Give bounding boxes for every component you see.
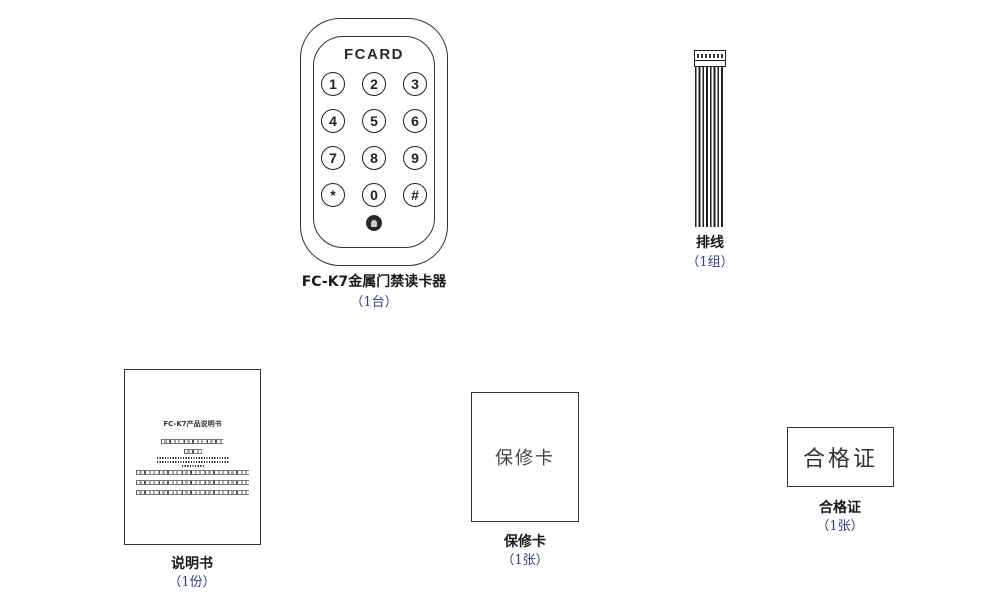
- manual-text-line: [161, 439, 223, 444]
- card-reader-body: [300, 18, 448, 266]
- key-star: *: [321, 183, 345, 207]
- manual-text-line: [184, 449, 202, 454]
- manual-quantity: （1份）: [168, 575, 216, 590]
- key-hash: #: [403, 183, 427, 207]
- cable-quantity: （1组）: [686, 255, 734, 270]
- reader-label: FC-K7金属门禁读卡器: [301, 274, 447, 290]
- card-reader-panel: [313, 36, 435, 248]
- cable-label: 排线: [696, 235, 724, 251]
- manual-label: 说明书: [171, 556, 213, 572]
- certificate-card: 合格证: [787, 427, 894, 487]
- key-6: 6: [403, 109, 427, 133]
- manual-cover-title: FC-K7产品说明书: [163, 420, 222, 428]
- key-0: 0: [362, 183, 386, 207]
- key-7: 7: [321, 146, 345, 170]
- key-3: 3: [403, 72, 427, 96]
- certificate-quantity: （1张）: [816, 519, 864, 534]
- doorbell-icon: [366, 215, 382, 231]
- manual-text-line: [136, 490, 249, 495]
- ribbon-cable-wires: [695, 67, 725, 227]
- reader-quantity: （1台）: [350, 295, 398, 310]
- key-4: 4: [321, 109, 345, 133]
- reader-brand-logo: FCARD: [344, 46, 404, 63]
- key-8: 8: [362, 146, 386, 170]
- cable-connector: [694, 50, 726, 67]
- key-2: 2: [362, 72, 386, 96]
- manual-dotted-line: [157, 461, 230, 463]
- key-5: 5: [362, 109, 386, 133]
- manual-text-line: [136, 470, 249, 475]
- certificate-label: 合格证: [819, 500, 861, 516]
- manual-dotted-line: [182, 465, 204, 467]
- manual-text-line: [136, 480, 249, 485]
- warranty-label: 保修卡: [504, 534, 546, 550]
- warranty-card: 保修卡: [471, 392, 579, 522]
- manual-dotted-line: [157, 457, 230, 459]
- key-1: 1: [321, 72, 345, 96]
- key-9: 9: [403, 146, 427, 170]
- warranty-quantity: （1张）: [501, 553, 549, 568]
